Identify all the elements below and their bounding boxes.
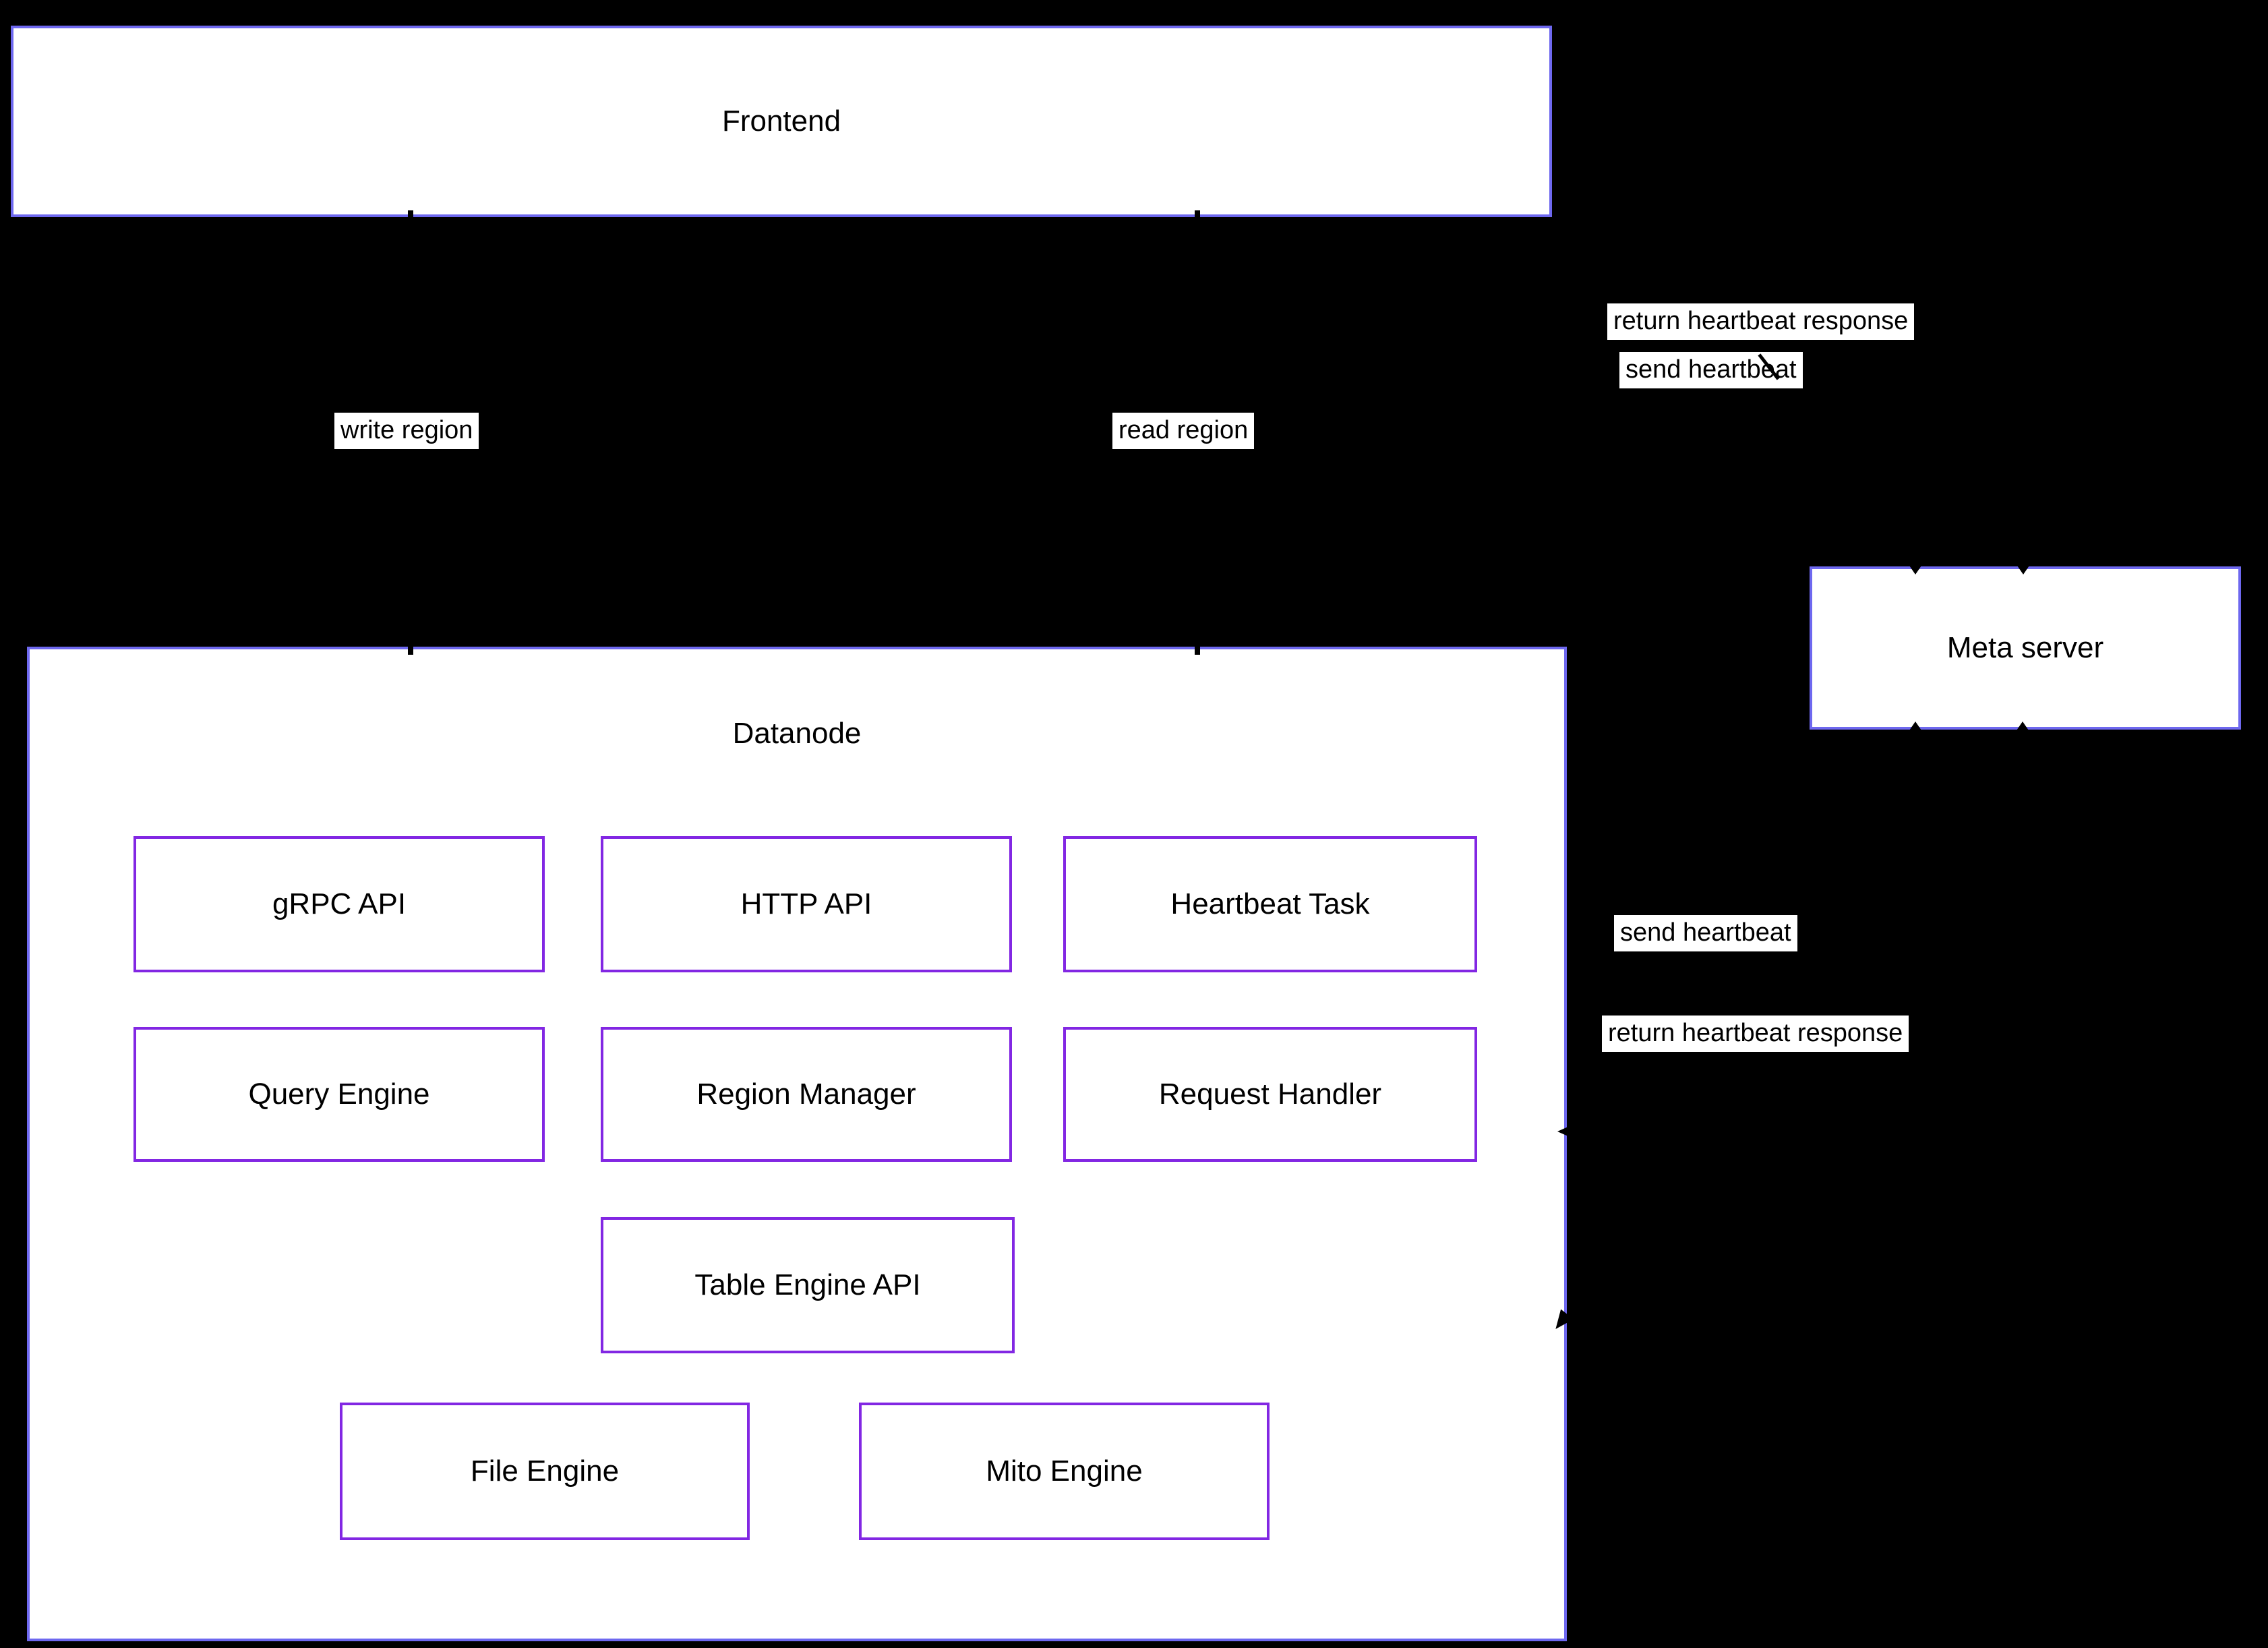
http-api-node: HTTP API: [601, 836, 1012, 972]
edge-label-read-region: read region: [1112, 413, 1255, 449]
table-engine-api-label: Table Engine API: [694, 1268, 921, 1301]
grpc-api-node: gRPC API: [133, 836, 545, 972]
table-engine-api-node: Table Engine API: [601, 1217, 1015, 1353]
edge-tick-write-region-datanode: [408, 641, 413, 655]
mito-engine-label: Mito Engine: [986, 1454, 1143, 1488]
edge-notch-datanode-right: [1557, 1126, 1570, 1137]
datanode-label: Datanode: [732, 717, 862, 750]
heartbeat-task-label: Heartbeat Task: [1170, 887, 1370, 920]
request-handler-label: Request Handler: [1158, 1078, 1382, 1111]
arrowhead-into-meta-bottom: [2015, 722, 2030, 732]
grpc-api-label: gRPC API: [272, 887, 407, 920]
edge-label-write-region: write region: [334, 413, 479, 449]
file-engine-node: File Engine: [340, 1403, 750, 1540]
query-engine-node: Query Engine: [133, 1027, 545, 1162]
region-manager-node: Region Manager: [601, 1027, 1012, 1162]
edge-label-send-heartbeat-datanode: send heartbeat: [1614, 915, 1797, 951]
edge-notch-meta-top: [2016, 564, 2031, 575]
request-handler-node: Request Handler: [1063, 1027, 1477, 1162]
region-manager-label: Region Manager: [696, 1078, 916, 1111]
edge-label-return-heartbeat-frontend: return heartbeat response: [1607, 303, 1915, 340]
edge-tick-read-region-datanode: [1195, 641, 1200, 655]
meta-server-cluster: Meta server: [1810, 566, 2241, 730]
edge-notch-meta-bottom: [1908, 722, 1923, 732]
file-engine-label: File Engine: [470, 1454, 620, 1488]
meta-server-label: Meta server: [1946, 631, 2104, 664]
mito-engine-node: Mito Engine: [859, 1403, 1270, 1540]
edge-tick-write-region-frontend: [408, 210, 413, 224]
edge-label-return-heartbeat-datanode: return heartbeat response: [1602, 1016, 1909, 1052]
arrowhead-into-meta-top: [1908, 564, 1923, 575]
heartbeat-task-node: Heartbeat Task: [1063, 836, 1477, 972]
frontend-label: Frontend: [721, 105, 841, 138]
http-api-label: HTTP API: [740, 887, 872, 920]
edge-tick-read-region-frontend: [1195, 210, 1200, 224]
frontend-cluster: Frontend: [11, 26, 1552, 217]
edge-label-send-heartbeat-frontend: send heartbeat: [1619, 352, 1803, 388]
query-engine-label: Query Engine: [248, 1078, 430, 1111]
